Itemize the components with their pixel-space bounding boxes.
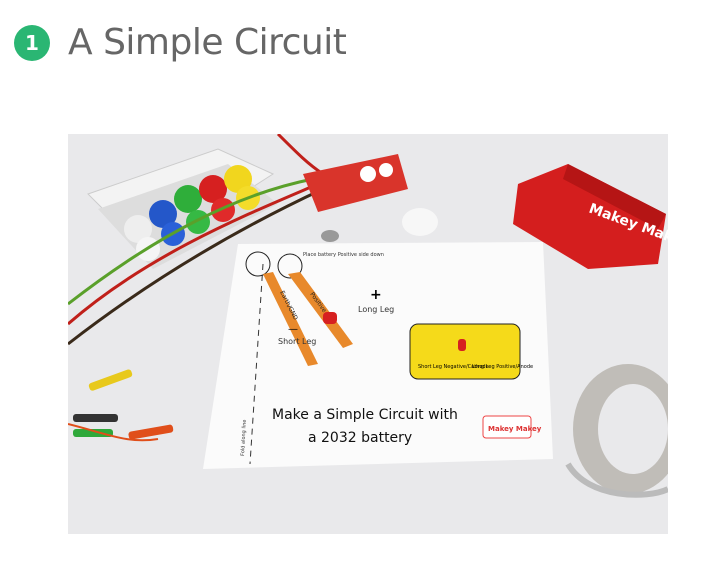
svg-text:Long Leg Positive/Anode: Long Leg Positive/Anode (472, 364, 533, 370)
led-box (87, 148, 278, 269)
step-heading: 1 A Simple Circuit (14, 22, 347, 63)
sheet-title-line1: Make a Simple Circuit with (272, 407, 458, 423)
svg-text:Makey Makey: Makey Makey (488, 425, 542, 433)
fold-line-label: Fold along line (240, 419, 248, 456)
sheet-title-line2: a 2032 battery (308, 430, 412, 446)
makey-makey-box: Makey Makey (513, 164, 668, 269)
svg-text:Short Leg Negative/Cathode: Short Leg Negative/Cathode (418, 364, 489, 370)
page-title: A Simple Circuit (68, 22, 347, 63)
copper-tape-roll (565, 364, 668, 498)
svg-text:Long Leg: Long Leg (358, 305, 394, 314)
step-number-badge: 1 (14, 24, 50, 61)
svg-text:+: + (370, 287, 382, 303)
makey-makey-board (303, 154, 408, 212)
circuit-photo: Makey Makey Fold along line Earth/GND Po… (68, 134, 668, 534)
svg-text:Place battery Positive side do: Place battery Positive side down (303, 252, 384, 258)
alligator-clips (68, 369, 174, 442)
svg-text:—: — (288, 324, 298, 335)
svg-text:Short Leg: Short Leg (278, 337, 316, 346)
instruction-sheet: Fold along line Earth/GND Positive Place… (203, 242, 553, 469)
